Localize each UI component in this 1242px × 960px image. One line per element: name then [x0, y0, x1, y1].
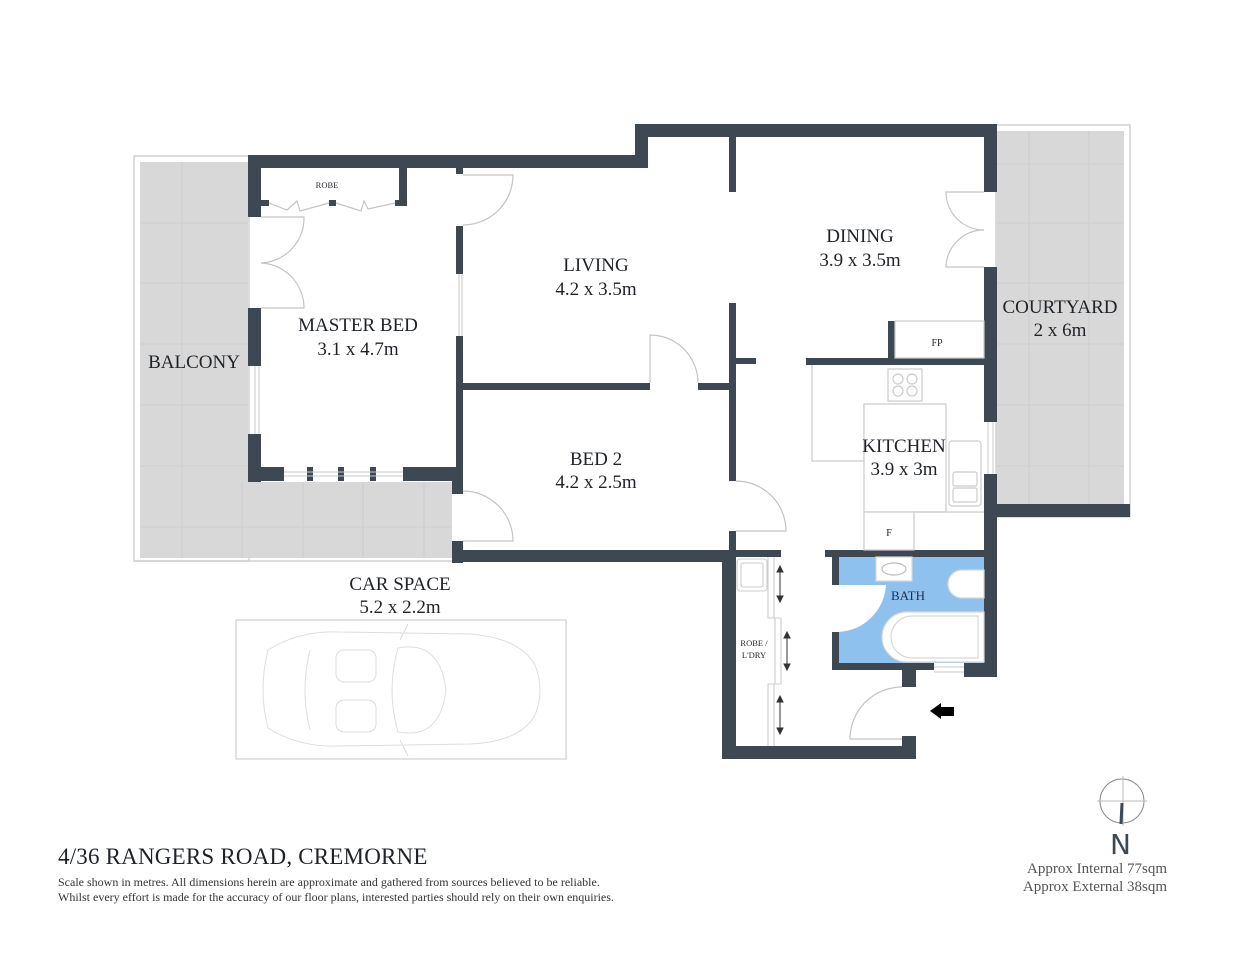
area-internal: Approx Internal 77sqm — [1027, 861, 1167, 877]
kitchen-size: 3.9 x 3m — [870, 459, 937, 480]
robe-laundry-label-1: ROBE / — [740, 638, 768, 648]
balcony-label: BALCONY — [148, 352, 240, 373]
laundry-fixtures — [736, 557, 782, 746]
bath-fixtures — [875, 556, 985, 663]
north-label: N — [1110, 828, 1131, 861]
courtyard-size: 2 x 6m — [1034, 320, 1087, 341]
car-space-size: 5.2 x 2.2m — [359, 597, 441, 618]
master-bed-size: 3.1 x 4.7m — [317, 339, 399, 360]
living-label: LIVING — [563, 255, 629, 276]
area-summary: Approx Internal 77sqm Approx External 38… — [1023, 860, 1167, 896]
walls — [248, 124, 1130, 759]
dining-label: DINING — [826, 226, 894, 247]
robe-label: ROBE — [316, 180, 339, 190]
disclaimer: Scale shown in metres. All dimensions he… — [58, 875, 614, 905]
master-bed-label: MASTER BED — [298, 315, 418, 336]
compass-icon — [1097, 776, 1147, 826]
bed2-size: 4.2 x 2.5m — [555, 472, 637, 493]
car-icon — [262, 623, 541, 757]
courtyard-label: COURTYARD — [1003, 297, 1118, 318]
doors — [260, 174, 985, 740]
kitchen-fixtures — [811, 320, 985, 551]
address-title: 4/36 RANGERS ROAD, CREMORNE — [58, 844, 428, 869]
living-size: 4.2 x 3.5m — [555, 279, 637, 300]
entry-arrow-icon — [930, 703, 954, 719]
kitchen-label: KITCHEN — [862, 436, 946, 457]
fireplace-label: FP — [931, 338, 943, 349]
car-space-label: CAR SPACE — [349, 574, 450, 595]
area-external: Approx External 38sqm — [1022, 879, 1167, 895]
fridge-label: F — [886, 528, 892, 539]
dining-size: 3.9 x 3.5m — [819, 250, 901, 271]
car-space — [235, 619, 567, 760]
sliding-arrows — [776, 564, 791, 736]
balcony-area — [133, 155, 452, 562]
robe-laundry-label-2: L'DRY — [742, 650, 766, 660]
bed2-label: BED 2 — [570, 449, 622, 470]
disclaimer-line-1: Scale shown in metres. All dimensions he… — [58, 875, 600, 889]
bath-label: BATH — [891, 588, 925, 603]
courtyard-area — [995, 124, 1131, 518]
disclaimer-line-2: Whilst every effort is made for the accu… — [58, 890, 614, 904]
windows — [254, 274, 994, 673]
